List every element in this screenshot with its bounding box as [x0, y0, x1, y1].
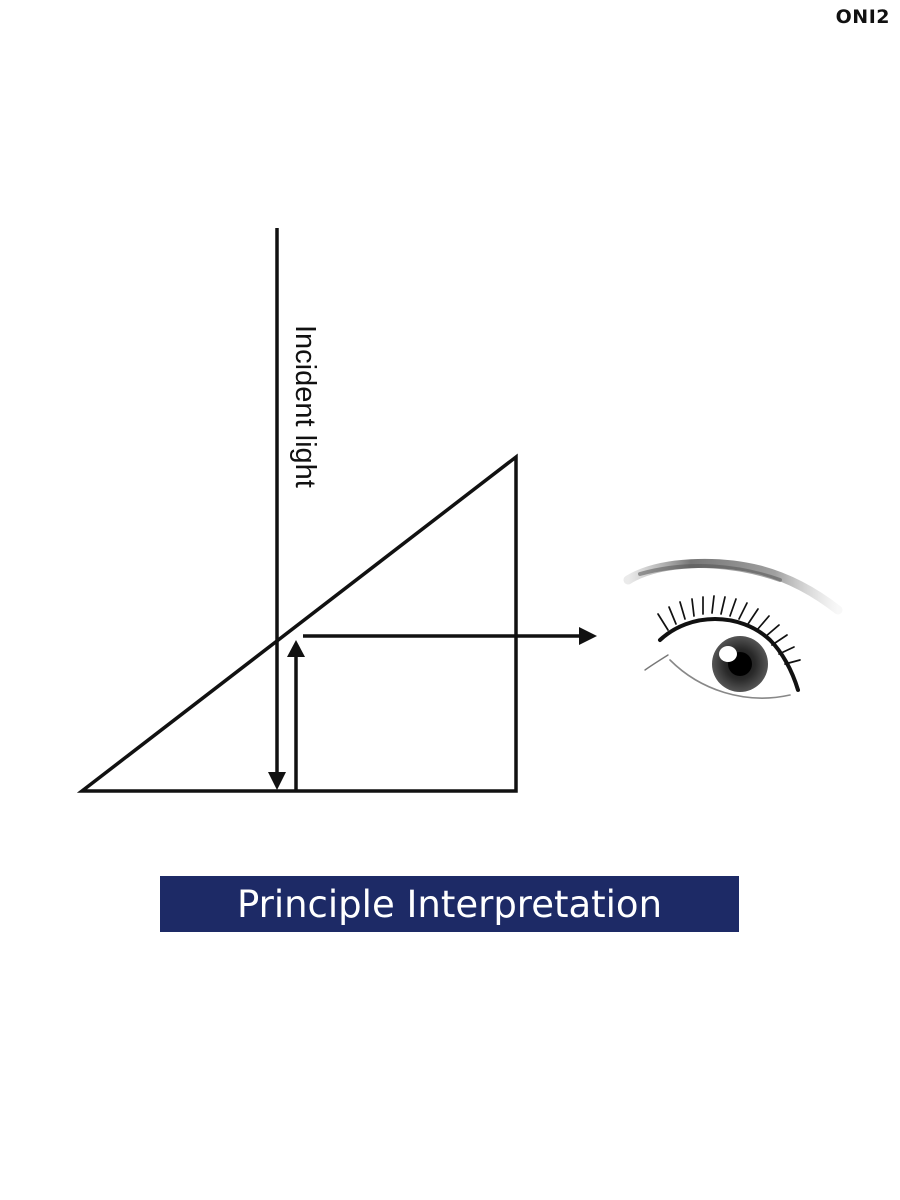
- incident-light-label: Incident light: [289, 325, 321, 488]
- banner-title: Principle Interpretation: [236, 882, 663, 926]
- principle-banner: Principle Interpretation: [160, 876, 739, 932]
- eye-icon: [623, 558, 843, 699]
- brand-logo: ONI2: [835, 6, 890, 28]
- reflected-up-arrowhead: [287, 640, 305, 657]
- incident-arrowhead: [268, 772, 286, 790]
- prism-triangle: [76, 453, 518, 793]
- exit-ray-arrowhead: [579, 627, 597, 645]
